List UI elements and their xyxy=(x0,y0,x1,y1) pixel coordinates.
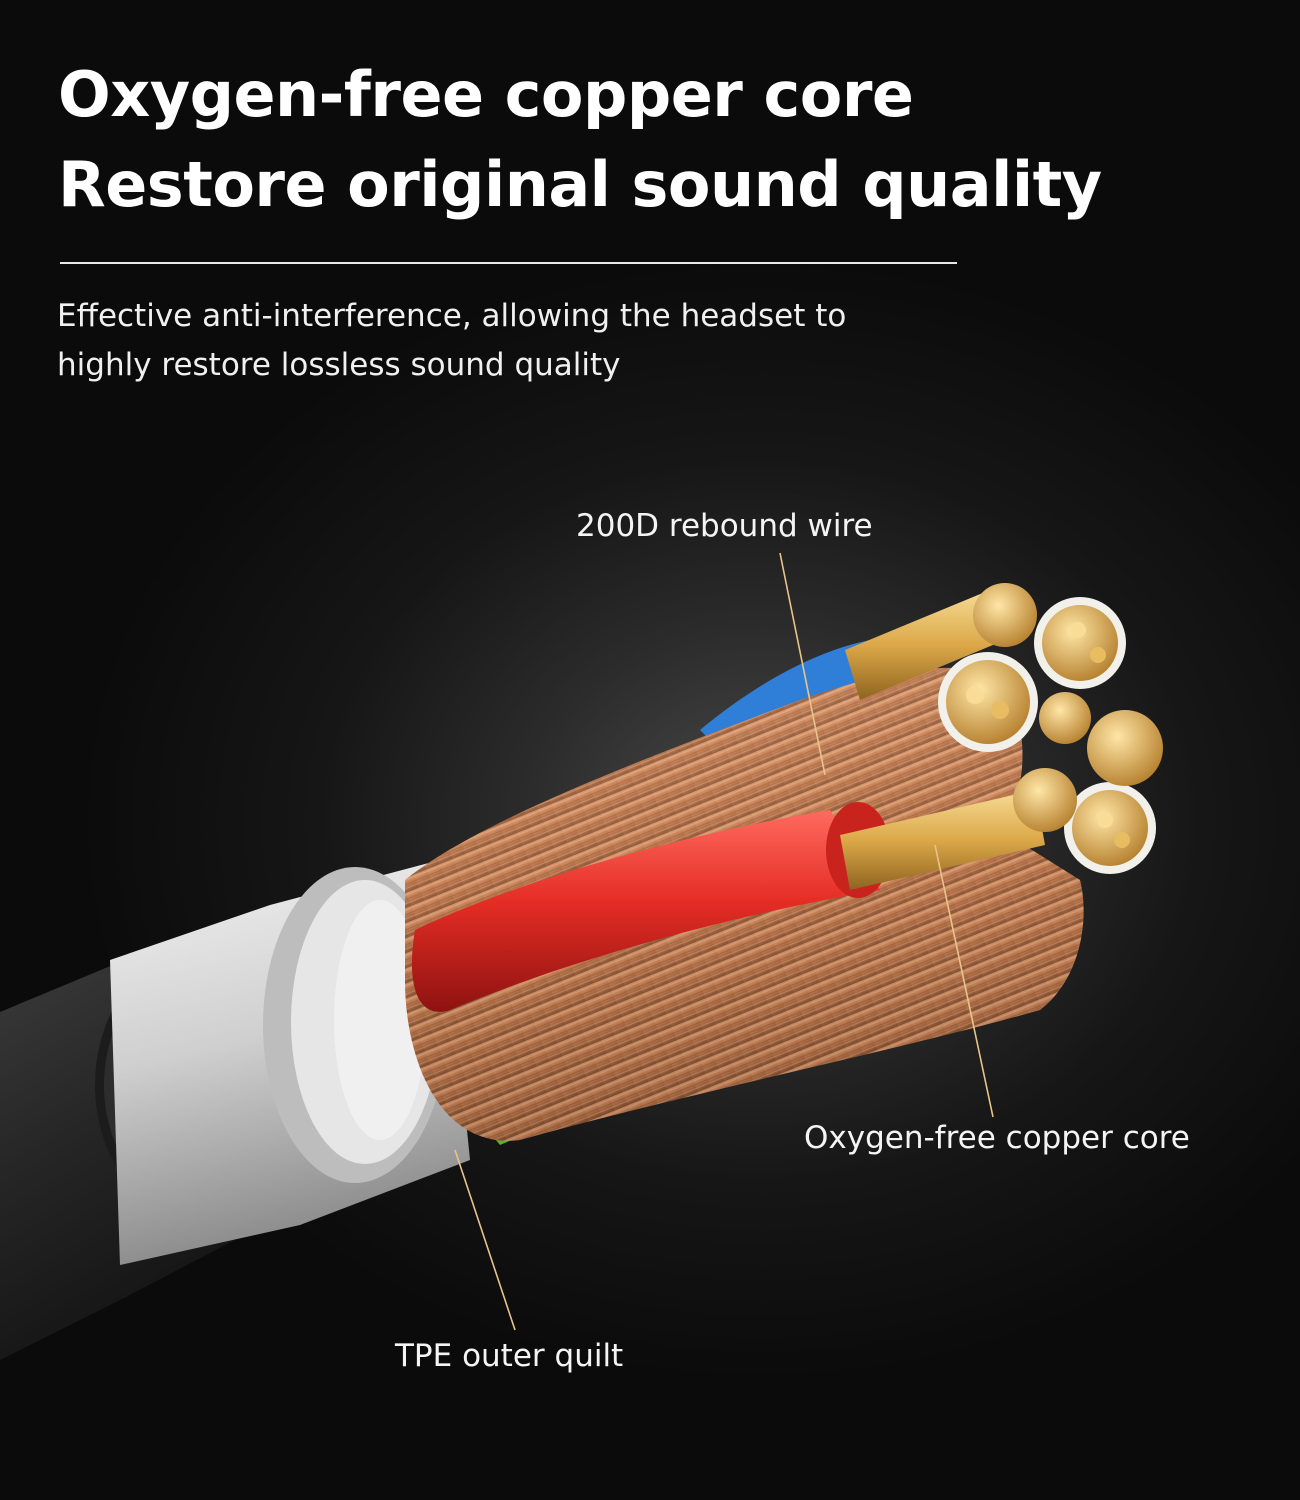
gold-conductors xyxy=(840,590,1045,890)
divider xyxy=(60,262,957,264)
outer-quilt-leader xyxy=(454,1149,516,1331)
copper-core-leader xyxy=(934,844,994,1118)
headline: Oxygen-free copper core Restore original… xyxy=(58,50,1102,230)
conductor-ends xyxy=(938,583,1163,874)
subtitle-line-1: Effective anti-interference, allowing th… xyxy=(57,298,847,334)
callout-outer-quilt: TPE outer quilt xyxy=(395,1338,624,1374)
subtitle-line-2: highly restore lossless sound quality xyxy=(57,347,621,383)
callout-rebound-wire: 200D rebound wire xyxy=(576,508,873,544)
leader-lines xyxy=(454,552,994,1331)
headline-line-2: Restore original sound quality xyxy=(58,148,1102,221)
rebound-wire-leader xyxy=(779,552,826,776)
headline-line-1: Oxygen-free copper core xyxy=(58,58,914,131)
white-insulation xyxy=(110,860,470,1265)
subtitle: Effective anti-interference, allowing th… xyxy=(57,292,846,390)
callout-copper-core: Oxygen-free copper core xyxy=(804,1120,1190,1156)
